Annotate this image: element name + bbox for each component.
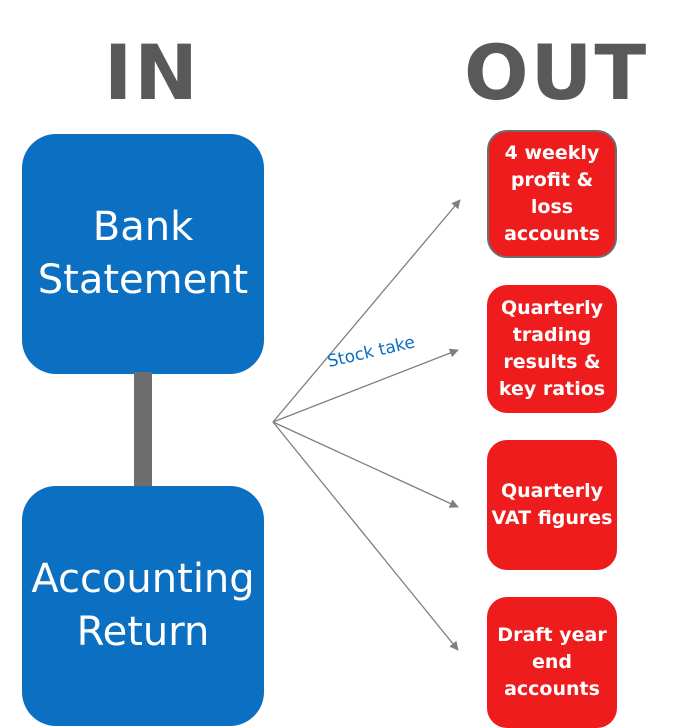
output-box-text-line: Draft year [497,624,607,647]
input-connector-bar [134,372,152,488]
output-box-text-line: profit & loss [510,169,594,218]
output-box-text-line: 4 weekly [504,142,600,165]
arrow-to-output-1 [272,199,461,423]
output-box-text-line: Quarterly [500,480,604,503]
in-heading: IN [104,28,200,117]
arrow-to-output-3 [272,421,459,508]
input-box-text-line: Bank [92,204,194,251]
output-box-text-line: accounts [504,677,600,700]
output-box-year-end-accounts: Draft year end accounts [487,597,617,728]
output-box-vat-figures: Quarterly VAT figures [487,440,617,570]
input-box-accounting-return: Accounting Return [22,486,264,726]
output-box-text-line: Quarterly [500,297,604,320]
input-box-text-line: Accounting [31,556,255,603]
arrow-to-output-4 [272,421,459,651]
input-box-text-line: Return [76,609,210,655]
input-box-bank-statement: Bank Statement [22,134,264,374]
output-box-text-line: key ratios [498,377,606,400]
output-box-trading-results: Quarterly trading results & key ratios [487,285,617,413]
input-box-text-line: Statement [37,257,249,303]
output-box-text-line: accounts [504,222,600,245]
arrow-to-output-2 [272,348,459,423]
output-box-text-line: results & [503,351,601,373]
output-box-text-line: VAT figures [491,507,613,529]
output-box-text-line: trading [512,324,592,347]
output-box-text-line: end [531,651,572,674]
out-heading: OUT [464,28,649,117]
output-box-profit-loss: 4 weekly profit & loss accounts [487,130,617,258]
